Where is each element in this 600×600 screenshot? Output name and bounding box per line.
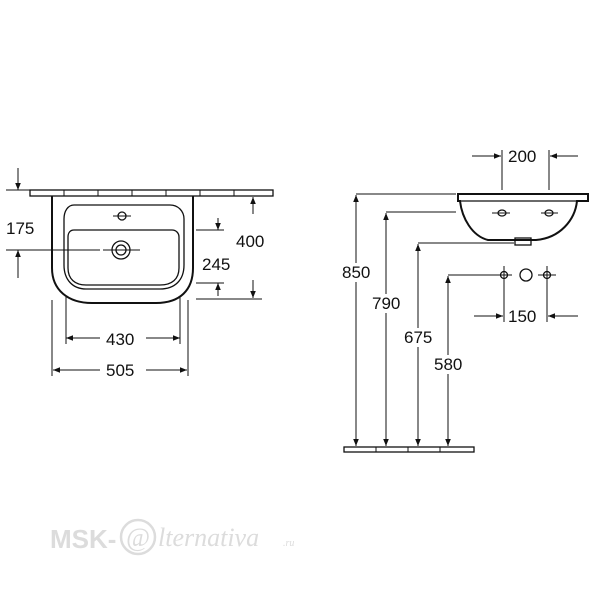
watermark-domain: .ru [283,538,294,549]
fixing-points [495,266,556,284]
watermark-suffix: lternativa [158,523,259,552]
dim-675-label: 675 [404,328,432,347]
dim-175-label: 175 [6,219,34,238]
dim-850-label: 850 [342,263,370,282]
label-backdrop [371,294,402,313]
dim-175: 175 [5,168,100,278]
dim-505-label: 505 [106,361,134,380]
label-backdrop [105,361,136,380]
basin-side-profile [457,193,589,241]
dim-200: 200 [472,147,578,190]
dim-150-label: 150 [508,307,536,326]
label-backdrop [341,263,372,282]
wall-strip [29,189,274,197]
dim-200-label: 200 [508,147,536,166]
label-backdrop [201,255,232,274]
dim-400: 400 [196,195,266,300]
dim-150: 150 [474,284,578,326]
label-backdrop [105,330,136,349]
watermark-prefix: MSK- [50,524,116,554]
dim-675: 675 [403,244,434,446]
basin-outline [51,196,194,304]
dim-430: 430 [65,296,181,349]
dim-245-label: 245 [202,255,230,274]
dim-790-label: 790 [372,294,400,313]
label-backdrop [507,147,538,166]
dim-850: 850 [341,195,372,446]
dim-400-label: 400 [236,232,264,251]
dim-790: 790 [371,213,402,446]
dim-580-label: 580 [434,355,462,374]
label-backdrop [403,328,434,347]
label-backdrop [235,232,266,251]
side-view: 200 150 [341,147,589,453]
label-backdrop [507,307,538,326]
label-backdrop [5,219,36,238]
waste-outlet [514,237,532,246]
dim-245: 245 [196,218,232,296]
watermark: MSK- @ lternativa .ru [50,518,294,556]
dim-430-label: 430 [106,330,134,349]
basin-rim [63,204,185,290]
front-view: 175 245 400 430 [5,168,274,380]
floor-strip [343,446,475,453]
watermark-at: @ [126,523,150,552]
dim-580: 580 [433,276,464,446]
dim-505: 505 [51,300,189,380]
basin-bowl [67,229,180,286]
label-backdrop [433,355,464,374]
watermark-at-logo [119,518,157,556]
